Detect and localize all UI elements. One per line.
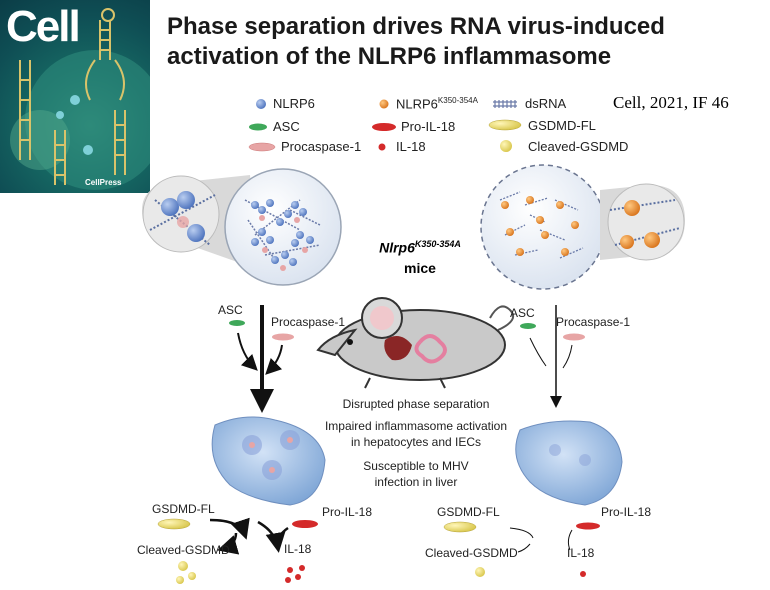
right-cleaved-gsdmd-label: Cleaved-GSDMD [425,546,518,560]
legend-mutant-icon [379,99,389,109]
legend-cleaved-gsdmd-icon [500,140,512,152]
center-line-5: infection in liver [374,475,458,489]
legend-procaspase-icon [248,142,276,152]
left-il18-label: IL-18 [284,542,312,556]
cover-logo: Cell [6,2,81,51]
cover-publisher: CellPress [85,178,122,187]
right-procaspase-label: Procaspase-1 [556,315,631,329]
mice-gene: Nlrp6 [379,239,415,256]
figure-title: Phase separation drives RNA virus-induce… [167,12,767,72]
legend-asc: ASC [273,119,300,134]
left-path-graphics [157,305,326,584]
legend-cleaved-gsdmd: Cleaved-GSDMD [528,139,629,154]
legend-gsdmd-fl-icon [488,119,522,131]
legend-mutant: NLRP6K350-354A [396,96,478,111]
right-zoom-inset [600,183,685,261]
mouse-illustration [316,297,514,389]
center-line-1: Disrupted phase separation [342,397,490,411]
legend-mutant-base: NLRP6 [396,96,438,112]
legend-icons [248,99,522,152]
right-dispersed-sphere [480,164,606,290]
legend-nlrp6: NLRP6 [273,96,315,111]
mice-text: mice [404,259,436,276]
legend-il18: IL-18 [396,139,426,154]
legend-pro-il18-icon [372,123,396,131]
left-condensate-sphere [224,168,342,286]
right-gsdmd-fl-label: GSDMD-FL [437,505,500,519]
left-gsdmd-fl-label: GSDMD-FL [152,502,215,516]
left-pro-il18-label: Pro-IL-18 [322,505,373,519]
center-line-4: Susceptible to MHV [363,459,469,473]
citation: Cell, 2021, IF 46 [613,93,729,112]
legend-mutant-sup: K350-354A [437,96,478,105]
center-line-3: in hepatocytes and IECs [350,435,482,449]
mice-label: Nlrp6K350-354A mice [350,234,490,278]
left-cleaved-gsdmd-label: Cleaved-GSDMD [137,543,230,557]
left-procaspase-label: Procaspase-1 [271,315,346,329]
cover-artwork [10,8,150,190]
legend-procaspase: Procaspase-1 [281,139,362,154]
journal-cover: Cell CellPress [0,0,150,193]
legend-gsdmd-fl: GSDMD-FL [528,118,596,133]
mice-gene-sup: K350-354A [414,239,461,249]
title-line-2: activation of the NLRP6 inflammasome [167,43,612,70]
center-line-2: Impaired inflammasome activation [324,419,508,433]
right-pro-il18-label: Pro-IL-18 [601,505,652,519]
right-asc-label: ASC [510,306,535,320]
left-asc-label: ASC [218,303,243,317]
title-line-1: Phase separation drives RNA virus-induce… [167,13,665,40]
right-il18-label: IL-18 [567,546,595,560]
legend-asc-icon [249,123,267,131]
legend-dsrna-icon [493,100,517,108]
right-path-graphics [443,305,623,577]
legend-pro-il18: Pro-IL-18 [401,119,456,134]
legend-dsrna: dsRNA [525,96,567,111]
legend-nlrp6-icon [256,99,266,109]
legend-il18-icon [378,143,386,151]
